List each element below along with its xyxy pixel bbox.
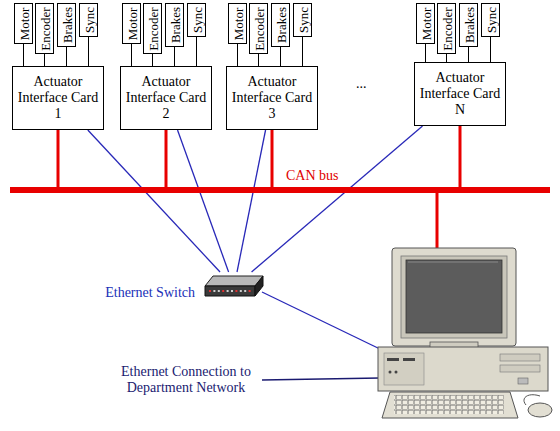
monitor — [392, 248, 516, 348]
card-name: Actuator Interface Card N — [419, 70, 501, 118]
interface-card: Actuator Interface Card 3 — [226, 66, 318, 130]
can-drop — [165, 130, 168, 187]
signal-wire — [258, 54, 259, 66]
bus-name: CAN bus — [284, 168, 341, 184]
signal-wire — [44, 54, 45, 66]
ellipsis: ... — [356, 76, 367, 92]
keyboard — [382, 392, 518, 418]
signal-wire — [490, 37, 491, 62]
can-wire — [436, 193, 439, 249]
signal-box: Sync — [187, 3, 206, 37]
signal-wire — [174, 47, 175, 66]
signal-wire — [468, 47, 469, 62]
signal-wire — [66, 47, 67, 66]
signal-wire — [131, 44, 132, 66]
card-name: Actuator Interface Card 3 — [231, 74, 313, 122]
signal-name: Motor — [230, 7, 245, 40]
can-drop — [459, 126, 462, 187]
signal-name: Motor — [418, 7, 433, 40]
ethernet-cable — [88, 130, 220, 272]
signal-wire — [88, 37, 89, 66]
interface-card: Actuator Interface Card N — [414, 62, 506, 126]
signal-name: Motor — [16, 7, 31, 40]
signal-wire — [446, 54, 447, 62]
signal-name: Sync — [295, 7, 310, 33]
signal-box: Motor — [416, 3, 435, 44]
signal-name: Encoder — [145, 7, 160, 50]
network-label: Ethernet Connection to Department Networ… — [112, 364, 260, 396]
signal-wire — [196, 37, 197, 66]
signal-name: Brakes — [59, 7, 74, 43]
signal-box: Encoder — [437, 3, 456, 54]
signal-name: Sync — [483, 7, 498, 33]
signal-wire — [23, 44, 24, 66]
switch-name: Ethernet Switch — [105, 285, 195, 301]
signal-box: Sync — [481, 3, 500, 37]
signal-name: Encoder — [37, 7, 52, 50]
signal-box: Sync — [293, 3, 312, 37]
interface-card: Actuator Interface Card 2 — [120, 66, 212, 130]
signal-wire — [302, 37, 303, 66]
signal-wire — [152, 54, 153, 66]
signal-box: Motor — [14, 3, 33, 44]
signal-name: Encoder — [439, 7, 454, 50]
ethernet-cable — [178, 130, 229, 272]
signal-box: Brakes — [165, 3, 184, 47]
mouse — [524, 395, 552, 417]
signal-box: Brakes — [57, 3, 76, 47]
signal-box: Motor — [122, 3, 141, 44]
signal-name: Encoder — [251, 7, 266, 50]
ethernet-wire — [262, 292, 382, 350]
signal-wire — [237, 44, 238, 66]
switch-icon — [203, 272, 265, 302]
can-bus: CAN bus — [10, 187, 550, 193]
ethernet-switch: Ethernet Switch — [203, 272, 265, 302]
can-drop — [57, 130, 60, 187]
signal-name: Sync — [81, 7, 96, 33]
signal-wire — [280, 47, 281, 66]
signal-box: Encoder — [35, 3, 54, 54]
signal-name: Brakes — [461, 7, 476, 43]
can-drop — [271, 130, 274, 187]
interface-card: Actuator Interface Card 1 — [12, 66, 104, 130]
ethernet-cable — [237, 130, 266, 272]
signal-box: Encoder — [143, 3, 162, 54]
signal-name: Sync — [189, 7, 204, 33]
signal-box: Encoder — [249, 3, 268, 54]
signal-box: Brakes — [459, 3, 478, 47]
signal-wire — [425, 44, 426, 62]
signal-box: Brakes — [271, 3, 290, 47]
ethernet-cable — [252, 126, 423, 272]
signal-name: Brakes — [167, 7, 182, 43]
signal-name: Brakes — [273, 7, 288, 43]
signal-box: Sync — [79, 3, 98, 37]
computer-case — [378, 347, 548, 391]
network-wire — [262, 378, 380, 380]
card-name: Actuator Interface Card 2 — [125, 74, 207, 122]
signal-box: Motor — [228, 3, 247, 44]
card-name: Actuator Interface Card 1 — [17, 74, 99, 122]
signal-name: Motor — [124, 7, 139, 40]
